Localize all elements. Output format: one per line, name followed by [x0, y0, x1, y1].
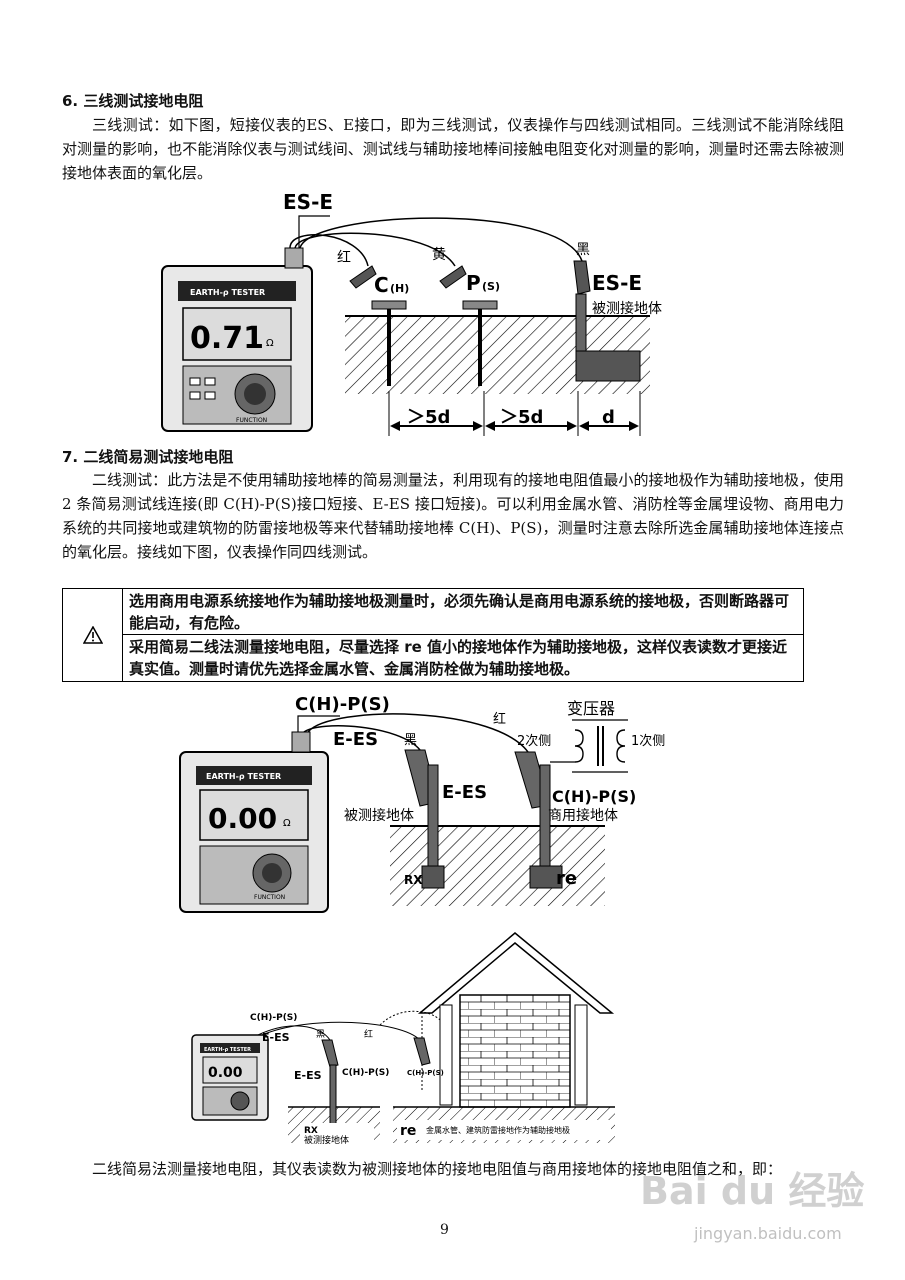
left-terminal-label-3: E-ES	[262, 1031, 290, 1044]
re-label-3: re	[400, 1123, 416, 1139]
warning-row-2: 采用简易二线法测量接地电阻，尽量选择 re 值小的接地体作为辅助接地极，这样仪表…	[129, 638, 788, 678]
ground-label: 被测接地体	[592, 300, 662, 317]
baidu-watermark-url: jingyan.baidu.com	[694, 1224, 842, 1243]
probe-e-label: E-ES	[442, 782, 487, 803]
transformer-label: 变压器	[567, 699, 615, 718]
wire-red-label-3: 红	[364, 1028, 373, 1040]
footer-paragraph: 二线简易法测量接地电阻，其仪表读数为被测接地体的接地电阻值与商用接地体的接地电阻…	[92, 1160, 783, 1178]
section-6-paragraph: 三线测试：如下图，短接仪表的ES、E接口，即为三线测试，仪表操作与四线测试相同。…	[62, 116, 844, 182]
ground-right-label: 商用接地体	[548, 807, 618, 824]
earth-tester-meter-2: EARTH-ρ TESTER 0.00 Ω FUNCTION	[179, 731, 329, 913]
two-wire-diagram: EARTH-ρ TESTER 0.00 Ω FUNCTION C(H)-P(S)…	[179, 694, 665, 913]
probe-p-sub: (S)	[482, 280, 500, 293]
baidu-watermark-logo: Bai du 经验	[640, 1169, 865, 1213]
building-diagram: EARTH-ρ TESTER 0.00 C(H)-P(S) E-ES 黑 红 E…	[191, 932, 615, 1146]
three-wire-diagram: EARTH-ρ TESTER 0.71 Ω FUNCTION ES-E 红 黄 …	[161, 190, 662, 436]
dimension-1: ＞5d	[407, 407, 450, 428]
warning-row-1: 选用商用电源系统接地作为辅助接地极测量时，必须先确认是商用电源系统的接地极，否则…	[123, 589, 803, 635]
probe-e-label-3: E-ES	[294, 1069, 322, 1082]
probe-c-label-3-left: C(H)-P(S)	[342, 1068, 389, 1078]
house-illustration	[379, 932, 615, 1108]
probe-c-label-3-right: C(H)-P(S)	[407, 1069, 444, 1077]
meter-function-label: FUNCTION	[236, 417, 267, 424]
meter-function-label-2: FUNCTION	[254, 894, 285, 901]
wire-red-label: 红	[337, 250, 351, 266]
warning-icon	[63, 589, 123, 681]
meter-reading-2: 0.00	[208, 802, 277, 835]
page-number: 9	[440, 1222, 449, 1238]
terminal-label: ES-E	[283, 190, 333, 214]
section-7-paragraph: 二线测试：此方法是不使用辅助接地棒的简易测量法，利用现有的接地电阻值最小的接地极…	[62, 471, 844, 561]
dimension-3: d	[602, 407, 615, 428]
re-label: re	[556, 868, 577, 889]
section-6-heading: 6. 三线测试接地电阻	[62, 92, 204, 110]
rx-label: RX	[404, 873, 423, 887]
transformer-icon	[550, 719, 628, 773]
section-7-heading: 7. 二线简易测试接地电阻	[62, 448, 234, 466]
meter-unit-2: Ω	[283, 818, 291, 829]
ground-left-label-3: 被测接地体	[304, 1134, 349, 1146]
probe-c-label: C	[374, 273, 389, 297]
wire-yellow-label: 黄	[432, 246, 446, 263]
top-terminal-label: C(H)-P(S)	[295, 694, 390, 715]
meter-reading-3: 0.00	[208, 1065, 243, 1081]
probe-ese-label: ES-E	[592, 271, 642, 295]
primary-label: 1次侧	[631, 733, 665, 749]
wire-black-label: 黑	[576, 242, 590, 258]
rx-label-3: RX	[304, 1126, 318, 1136]
wire-red-label-2: 红	[493, 711, 506, 727]
left-terminal-label: E-ES	[333, 729, 378, 750]
secondary-label: 2次侧	[517, 733, 551, 749]
probe-c-label-2: C(H)-P(S)	[552, 787, 636, 806]
meter-brand: EARTH-ρ TESTER	[190, 288, 265, 297]
meter-brand-3: EARTH-ρ TESTER	[204, 1047, 251, 1053]
top-terminal-label-3: C(H)-P(S)	[250, 1013, 297, 1023]
meter-unit: Ω	[266, 338, 274, 349]
yellow-wire	[294, 232, 456, 267]
warning-box: 选用商用电源系统接地作为辅助接地极测量时，必须先确认是商用电源系统的接地极，否则…	[62, 588, 804, 682]
re-description: 金属水管、建筑防雷接地作为辅助接地极	[426, 1125, 570, 1135]
dimension-2: ＞5d	[500, 407, 543, 428]
red-wire	[289, 234, 369, 267]
meter-reading: 0.71	[190, 321, 264, 356]
ground-left-label: 被测接地体	[344, 807, 414, 824]
wire-black-label-3: 黑	[316, 1029, 325, 1040]
wire-black-label-2: 黑	[404, 733, 417, 748]
black-wire	[299, 217, 583, 262]
earth-tester-meter: EARTH-ρ TESTER 0.71 Ω FUNCTION	[161, 247, 313, 432]
earth-tester-meter-3: EARTH-ρ TESTER 0.00	[191, 1034, 269, 1121]
meter-brand-2: EARTH-ρ TESTER	[206, 772, 281, 781]
probe-c-sub: (H)	[390, 282, 409, 295]
probe-p-label: P	[466, 271, 481, 295]
